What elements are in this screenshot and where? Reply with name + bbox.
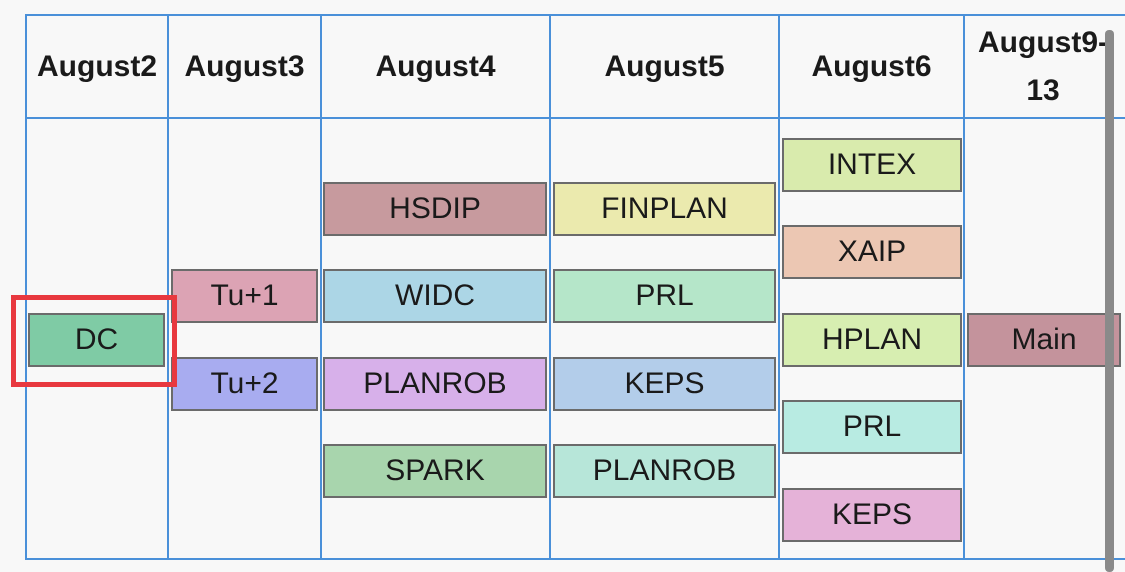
event-widc[interactable]: WIDC — [323, 269, 547, 323]
event-planrob[interactable]: PLANROB — [323, 357, 547, 411]
column-header-label: August9- 13 — [978, 26, 1108, 107]
event-spark[interactable]: SPARK — [323, 444, 547, 498]
event-label: DC — [74, 323, 119, 356]
event-prl[interactable]: PRL — [553, 269, 776, 323]
event-prl[interactable]: PRL — [782, 400, 962, 454]
event-hplan[interactable]: HPLAN — [782, 313, 962, 367]
column-header-august2: August2 — [27, 16, 167, 118]
column-header-august3: August3 — [169, 16, 320, 118]
grid-line — [25, 14, 1125, 16]
column-header-august5: August5 — [551, 16, 778, 118]
grid-line — [25, 117, 1125, 119]
grid-line — [320, 14, 322, 560]
event-label: PLANROB — [592, 454, 737, 487]
vertical-scrollbar[interactable] — [1105, 30, 1114, 572]
event-label: XAIP — [837, 235, 907, 268]
column-header-august4: August4 — [322, 16, 549, 118]
event-label: HPLAN — [821, 323, 923, 356]
column-header-label: August2 — [37, 50, 157, 83]
grid-line — [25, 14, 27, 560]
event-label: HSDIP — [389, 192, 481, 225]
column-header-label: August5 — [604, 50, 725, 83]
event-label: Tu+2 — [210, 367, 279, 400]
event-label: PLANROB — [363, 367, 507, 400]
event-keps[interactable]: KEPS — [553, 357, 776, 411]
column-header-august6: August6 — [780, 16, 963, 118]
event-label: Tu+1 — [210, 279, 279, 312]
event-label: WIDC — [395, 279, 475, 312]
grid-line — [549, 14, 551, 560]
event-dc[interactable]: DC — [28, 313, 165, 367]
event-tu2[interactable]: Tu+2 — [171, 357, 318, 411]
grid-line — [963, 14, 965, 560]
event-finplan[interactable]: FINPLAN — [553, 182, 776, 236]
grid-line — [25, 558, 1125, 560]
grid-line — [778, 14, 780, 560]
event-xaip[interactable]: XAIP — [782, 225, 962, 279]
event-label: KEPS — [831, 498, 913, 531]
column-header-label: August6 — [811, 50, 932, 83]
event-label: PRL — [842, 410, 902, 443]
column-header-label: August3 — [184, 50, 305, 83]
event-label: FINPLAN — [601, 192, 728, 225]
event-label: SPARK — [385, 454, 485, 487]
event-label: PRL — [635, 279, 694, 312]
event-hsdip[interactable]: HSDIP — [323, 182, 547, 236]
event-label: KEPS — [624, 367, 705, 400]
event-keps[interactable]: KEPS — [782, 488, 962, 542]
event-intex[interactable]: INTEX — [782, 138, 962, 192]
grid-line — [167, 14, 169, 560]
column-header-august9-13: August9- 13 — [965, 16, 1121, 118]
event-main[interactable]: Main — [967, 313, 1121, 367]
event-label: INTEX — [827, 148, 917, 181]
column-header-label: August4 — [375, 50, 496, 83]
event-planrob[interactable]: PLANROB — [553, 444, 776, 498]
event-label: Main — [1011, 323, 1077, 356]
event-tu1[interactable]: Tu+1 — [171, 269, 318, 323]
